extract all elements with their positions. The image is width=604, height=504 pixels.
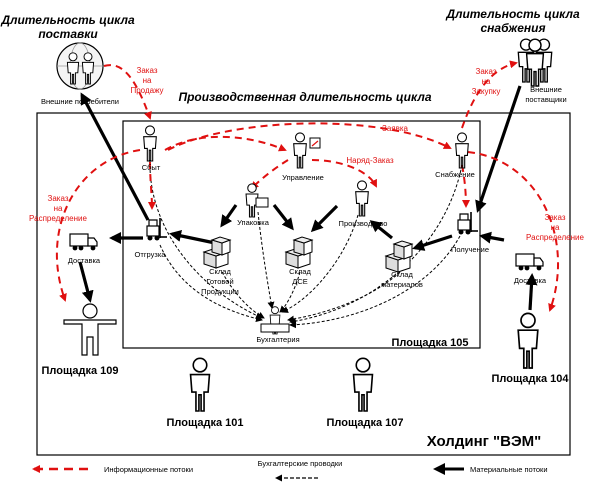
holding-label: Холдинг "ВЭМ"	[427, 433, 542, 450]
site-101-label: Площадка 101	[166, 417, 243, 429]
sales-order-label-1: Заказ	[137, 66, 158, 75]
flow-materials-to-production	[369, 220, 393, 240]
globe-icon	[56, 42, 104, 90]
flow-supply-to-receiving	[461, 164, 470, 208]
site-105-label: Площадка 105	[391, 337, 468, 349]
receiving-forklift-icon	[457, 211, 479, 236]
supply-person-icon	[455, 132, 469, 169]
sales-order-label-3: Продажу	[130, 86, 163, 95]
supply-label: Снабжение	[435, 170, 475, 179]
sales-order-label-2: на	[143, 76, 152, 85]
flow-site104-to-delivery	[525, 273, 538, 311]
delivery-left-truck-icon	[69, 233, 98, 251]
delivery-right-truck-icon	[515, 253, 544, 271]
materials-boxes-icon	[385, 240, 413, 273]
supply-cycle-title-1: Длительность цикла	[445, 7, 580, 21]
supplier-group-icon	[517, 38, 553, 87]
accounting-person-icon	[260, 306, 290, 335]
flow-sales-order	[103, 64, 152, 120]
purchase-order-label-3: Закупку	[472, 87, 501, 96]
flow-purchase-order	[461, 60, 518, 129]
flow-sales-to-shipment	[147, 161, 156, 210]
sales-person-icon	[143, 125, 157, 162]
site-109-label: Площадка 109	[41, 365, 118, 377]
delivery-left-label: Доставка	[68, 256, 101, 265]
production-label: Производство	[339, 219, 388, 228]
delivery-cycle-title-2: поставки	[38, 27, 98, 41]
legend-info-label: Информационные потоки	[104, 465, 193, 474]
dist-order-left-label-3: Распределение	[29, 214, 87, 223]
supply-cycle-title-2: снабжения	[480, 21, 545, 35]
flow-receiving-to-materials	[412, 234, 453, 251]
flow-fgwh-to-shipment	[169, 229, 216, 245]
request-label: Заявка	[382, 124, 409, 133]
production-cycle-title: Производственная длительность цикла	[178, 90, 431, 104]
accounting-label: Бухгалтерия	[256, 335, 299, 344]
site-104-label: Площадка 104	[491, 373, 569, 385]
work-order-label: Наряд-Заказ	[346, 156, 394, 165]
shipment-label: Отгрузка	[135, 250, 167, 259]
external-consumers-label: Внешние потребители	[41, 97, 119, 106]
dist-order-left-label-2: на	[54, 204, 63, 213]
fgwh-label-1: Склад	[209, 267, 231, 276]
info-flows	[55, 60, 559, 312]
flow-dist-order-left	[55, 149, 141, 302]
site104-person-icon	[517, 312, 539, 369]
production-person-icon	[355, 180, 369, 217]
purchase-order-label-2: на	[482, 77, 491, 86]
external-suppliers-label-1: Внешние	[530, 85, 562, 94]
external-suppliers-label-2: поставщики	[525, 95, 566, 104]
management-person-icon	[293, 132, 321, 169]
flow-delivery-to-site109	[78, 261, 94, 303]
info-flow-labels: Заказ на Продажу Заказ на Закупку Заявка…	[29, 66, 584, 242]
purchase-order-label-1: Заказ	[476, 67, 497, 76]
fgwh-label-2: Готовой	[206, 277, 233, 286]
packing-person-icon	[245, 183, 269, 218]
flow-dsewh-to-packing	[272, 204, 294, 231]
legend: Информационные потоки Бухгалтерские пров…	[32, 459, 548, 482]
dsewh-label-1: Склад	[289, 267, 311, 276]
dist-order-right-label-3: Распределение	[526, 233, 584, 242]
flow-work-order	[311, 159, 377, 188]
dist-order-right-label-2: на	[551, 223, 560, 232]
flow-production-to-dsewh	[310, 204, 339, 233]
site-labels: Площадка 105 Площадка 109 Площадка 104 П…	[41, 337, 569, 450]
receiving-label: Получение	[451, 245, 489, 254]
materials-label-2: материалов	[381, 280, 423, 289]
fgwh-label-3: Продукции	[201, 287, 239, 296]
dist-order-right-label-1: Заказ	[545, 213, 566, 222]
dist-order-left-label-1: Заказ	[48, 194, 69, 203]
flow-request	[167, 122, 452, 151]
materials-label-1: Склад	[391, 270, 413, 279]
holding-frame	[36, 112, 571, 456]
flow-sales-to-management	[164, 135, 287, 152]
site-107-label: Площадка 107	[326, 417, 403, 429]
flow-delivery-to-receiving	[479, 231, 505, 244]
site109-person-icon	[63, 303, 117, 356]
packing-label: Упаковка	[237, 218, 270, 227]
delivery-cycle-title-1: Длительность цикла	[0, 13, 135, 27]
legend-material-label: Материальные потоки	[470, 465, 548, 474]
management-label: Управление	[282, 173, 324, 182]
node-labels: Внешние потребители Внешние поставщики С…	[41, 85, 567, 344]
delivery-right-label: Доставка	[514, 276, 547, 285]
flow-packing-to-fgwh	[220, 204, 238, 228]
dsewh-boxes-icon	[285, 236, 313, 269]
flow-dist-order-right	[467, 151, 559, 312]
shipment-forklift-icon	[146, 217, 168, 242]
dsewh-label-2: ДСЕ	[292, 277, 308, 286]
site101-person-icon	[189, 357, 211, 412]
flow-suppliers-to-receiving	[475, 85, 522, 213]
legend-accounting-label: Бухгалтерские проводки	[258, 459, 343, 468]
site107-person-icon	[352, 357, 374, 412]
sales-label: Сбыт	[142, 163, 161, 172]
